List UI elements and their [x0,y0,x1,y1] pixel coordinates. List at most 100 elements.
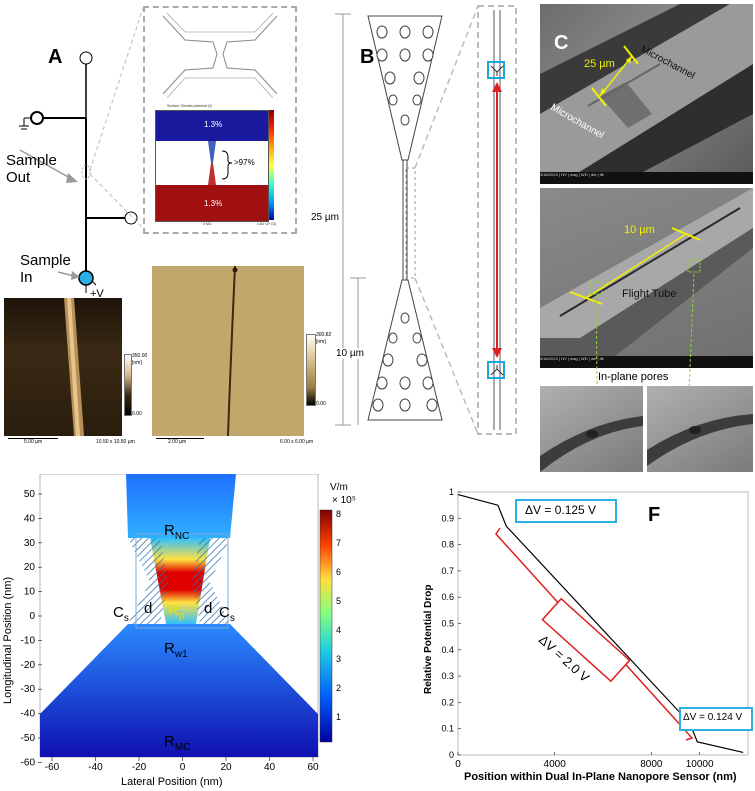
label-cs-right: Cs [219,604,235,624]
y-tick-label: 0.9 [441,513,454,523]
y-tick-label: 0 [29,611,35,622]
x-tick-label: 20 [220,762,232,773]
y-tick-label: 50 [24,489,36,500]
annotation-box-bottom [679,707,753,731]
x-ticks: 0 4000 8000 10000 [455,752,714,770]
pct-middle: >97% [234,158,255,167]
x-tick-label: 8000 [640,759,663,770]
colorbar-tick-label: 3 [336,654,341,664]
x-tick-label: 0 [180,762,186,773]
annotation-dv-top: ΔV = 0.125 V [525,503,597,517]
panel-label-a: A [48,46,63,68]
colorbar-tick-label: 6 [336,567,341,577]
sim-title: Surface: Electric potential (V) [167,104,213,108]
field-map: 50 40 30 20 10 0 -10 -20 -30 -40 -50 -60 -60 -40 -20 0… [21,474,341,773]
field-map-x-label: Lateral Position (nm) [121,776,223,788]
pct-brace [221,150,233,180]
sim-colorbar [269,110,274,220]
voltage-label: +V [90,288,104,300]
annotation-dv-bottom: ΔV = 0.124 V [683,712,743,723]
y-tick-label: -30 [21,684,36,695]
pct-bottom: 1.3% [204,199,223,208]
afm-scale-1: 5.00 µm 10.50 x 10.50 µm [4,437,144,445]
colorbar-tick-label: 7 [336,538,341,548]
y-tick-label: 0 [449,750,454,760]
y-tick-label: -10 [21,635,36,646]
afm-colorbar-2: 300.82 [nm] 0.00 [304,266,331,436]
flight-tube-label: Flight Tube [622,288,677,300]
y-tick-label: 20 [24,562,36,573]
dim-10um: 10 µm [336,348,364,359]
sem-pore-2 [647,386,753,472]
afm-colorbar-1: 350.00 [nm] 0.00 [122,298,147,436]
y-tick-label: 0.1 [441,724,454,734]
chart-y-label: Relative Potential Drop [423,584,434,694]
afm-scale-2: 2.00 µm 6.00 x 6.00 µm [152,437,332,445]
chart-x-label: Position within Dual In-Plane Nanopore S… [464,771,737,783]
annotation-box-mid [541,597,631,683]
x-tick-label: 4000 [544,759,567,770]
panel-label-f: F [648,504,661,526]
y-tick-label: 1 [449,487,454,497]
sensor-schematic [335,5,517,435]
x-tick-label: -20 [132,762,147,773]
colorbar-tick-label: 4 [336,625,341,635]
y-tick-label: -40 [21,709,36,720]
y-tick-label: 0.6 [441,592,454,602]
y-tick-label: -20 [21,660,36,671]
field-map-x-ticks: -60 -40 -20 0 20 40 60 [45,757,319,773]
annotation-dv-mid [541,597,631,683]
label-r-p: Rp [168,602,185,622]
y-tick-label: 30 [24,538,36,549]
nanochannel-outline [162,12,278,99]
sim-x-label: 0 MΩ [203,222,212,226]
dim-25um-c: 25 µm [584,58,615,70]
y-tick-label: 0.8 [441,540,454,550]
y-tick-label: 40 [24,513,36,524]
x-tick-label: 40 [264,762,276,773]
y-ticks: 00.10.20.30.40.50.60.70.80.91 [441,487,461,760]
y-tick-label: 0.7 [441,566,454,576]
label-r-nc: RNC [164,522,190,542]
bracket-right [599,635,694,741]
afm-image-2 [152,266,304,436]
x-tick-label: -60 [45,762,60,773]
sim-x-label-2: 4.84·10⁶ (Ω) [257,222,277,226]
in-plane-pores-label: In-plane pores [598,371,669,383]
dim-10um-c: 10 µm [624,224,655,236]
colorbar-tick-label: 2 [336,683,341,693]
y-tick-label: 0.2 [441,697,454,707]
x-tick-label: -40 [88,762,103,773]
label-d-right: d [204,600,213,617]
sem-image-flight-tube: 10 µm Flight Tube 3/16/2023 | HV | mag |… [540,188,753,368]
pct-top: 1.3% [204,120,223,129]
zoom-inset: Surface: Electric potential (V) 1.3% 1.3… [143,6,297,234]
x-tick-label: 10000 [686,759,714,770]
sem-pore-1 [540,386,643,472]
dim-25um: 25 µm [311,212,339,223]
sem-footer-1: 3/16/2023 | HV | mag | WD | det | tilt [540,172,753,184]
colorbar-tick-label: 8 [336,509,341,519]
x-tick-label: 0 [455,759,461,770]
potential-curve [457,494,744,753]
label-d-left: d [144,600,153,617]
circuit-diagram [19,7,144,293]
sem-image-microchannels: C 25 µm Microchannel Microchannel 3/16/2… [540,4,753,184]
x-tick-label: 60 [307,762,319,773]
label-r-w1: Rw1 [164,640,188,660]
annotation-box-top [515,499,617,523]
y-tick-label: -50 [21,733,36,744]
field-map-unit: V/m [330,482,348,493]
colorbar-tick-label: 5 [336,596,341,606]
y-tick-label: -60 [21,757,36,768]
sem-footer-2: 3/16/2023 | HV | mag | WD | det | tilt [540,356,753,368]
y-tick-label: 10 [24,587,36,598]
field-map-y-label: Longitudinal Position (nm) [2,576,14,704]
y-tick-label: 0.5 [441,619,454,629]
panel-label-c: C [554,32,569,54]
y-tick-label: 0.4 [441,645,454,655]
panel-label-b: B [360,46,375,68]
